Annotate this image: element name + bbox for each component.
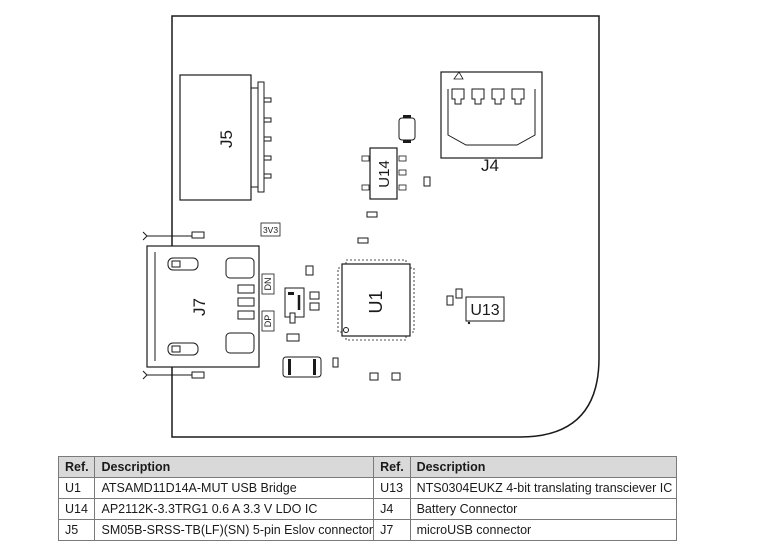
j7-label: J7 [190,298,209,316]
header-ref-2: Ref. [373,456,411,478]
mark-3v3: 3V3 [263,225,278,235]
u14-label: U14 [376,160,393,188]
ic-u13: U13 [465,296,505,325]
table-cell: U13 [373,477,411,499]
u1-label: U1 [366,290,386,313]
table-row: J5 SM05B-SRSS-TB(LF)(SN) 5-pin Eslov con… [57,519,678,541]
table-cell: AP2112K-3.3TRG1 0.6 A 3.3 V LDO IC [94,498,375,520]
pcb-board-diagram: J5 J4 U14 3V3 [142,15,600,438]
table-cell: NTS0304EUKZ 4-bit translating transcieve… [409,477,678,499]
ic-u1: U1 [337,259,415,341]
j5-label: J5 [217,130,236,148]
connector-j4: J4 [440,71,543,175]
table-cell: J4 [373,498,411,520]
header-description-1: Description [94,456,375,478]
mark-dn: DN [263,278,273,291]
connector-j5: J5 [179,74,272,201]
table-cell: J7 [373,519,411,541]
table-cell: U1 [57,477,96,499]
table-cell: SM05B-SRSS-TB(LF)(SN) 5-pin Eslov connec… [94,519,375,541]
table-cell: Battery Connector [409,498,678,520]
ic-u14: U14 [361,115,416,200]
mark-dp: DP [263,315,273,328]
table-cell: ATSAMD11D14A-MUT USB Bridge [94,477,375,499]
table-cell: U14 [57,498,96,520]
table-cell: J5 [57,519,96,541]
reference-table: Ref. Description Ref. Description U1 ATS… [57,456,678,541]
table-row: U1 ATSAMD11D14A-MUT USB Bridge U13 NTS03… [57,477,678,499]
header-description-2: Description [409,456,678,478]
connector-j7: J7 [142,231,260,380]
table-header-row: Ref. Description Ref. Description [57,456,678,478]
j4-label: J4 [481,156,499,175]
table-row: U14 AP2112K-3.3TRG1 0.6 A 3.3 V LDO IC J… [57,498,678,520]
header-ref-1: Ref. [57,456,96,478]
u13-label: U13 [470,302,499,319]
table-cell: microUSB connector [409,519,678,541]
